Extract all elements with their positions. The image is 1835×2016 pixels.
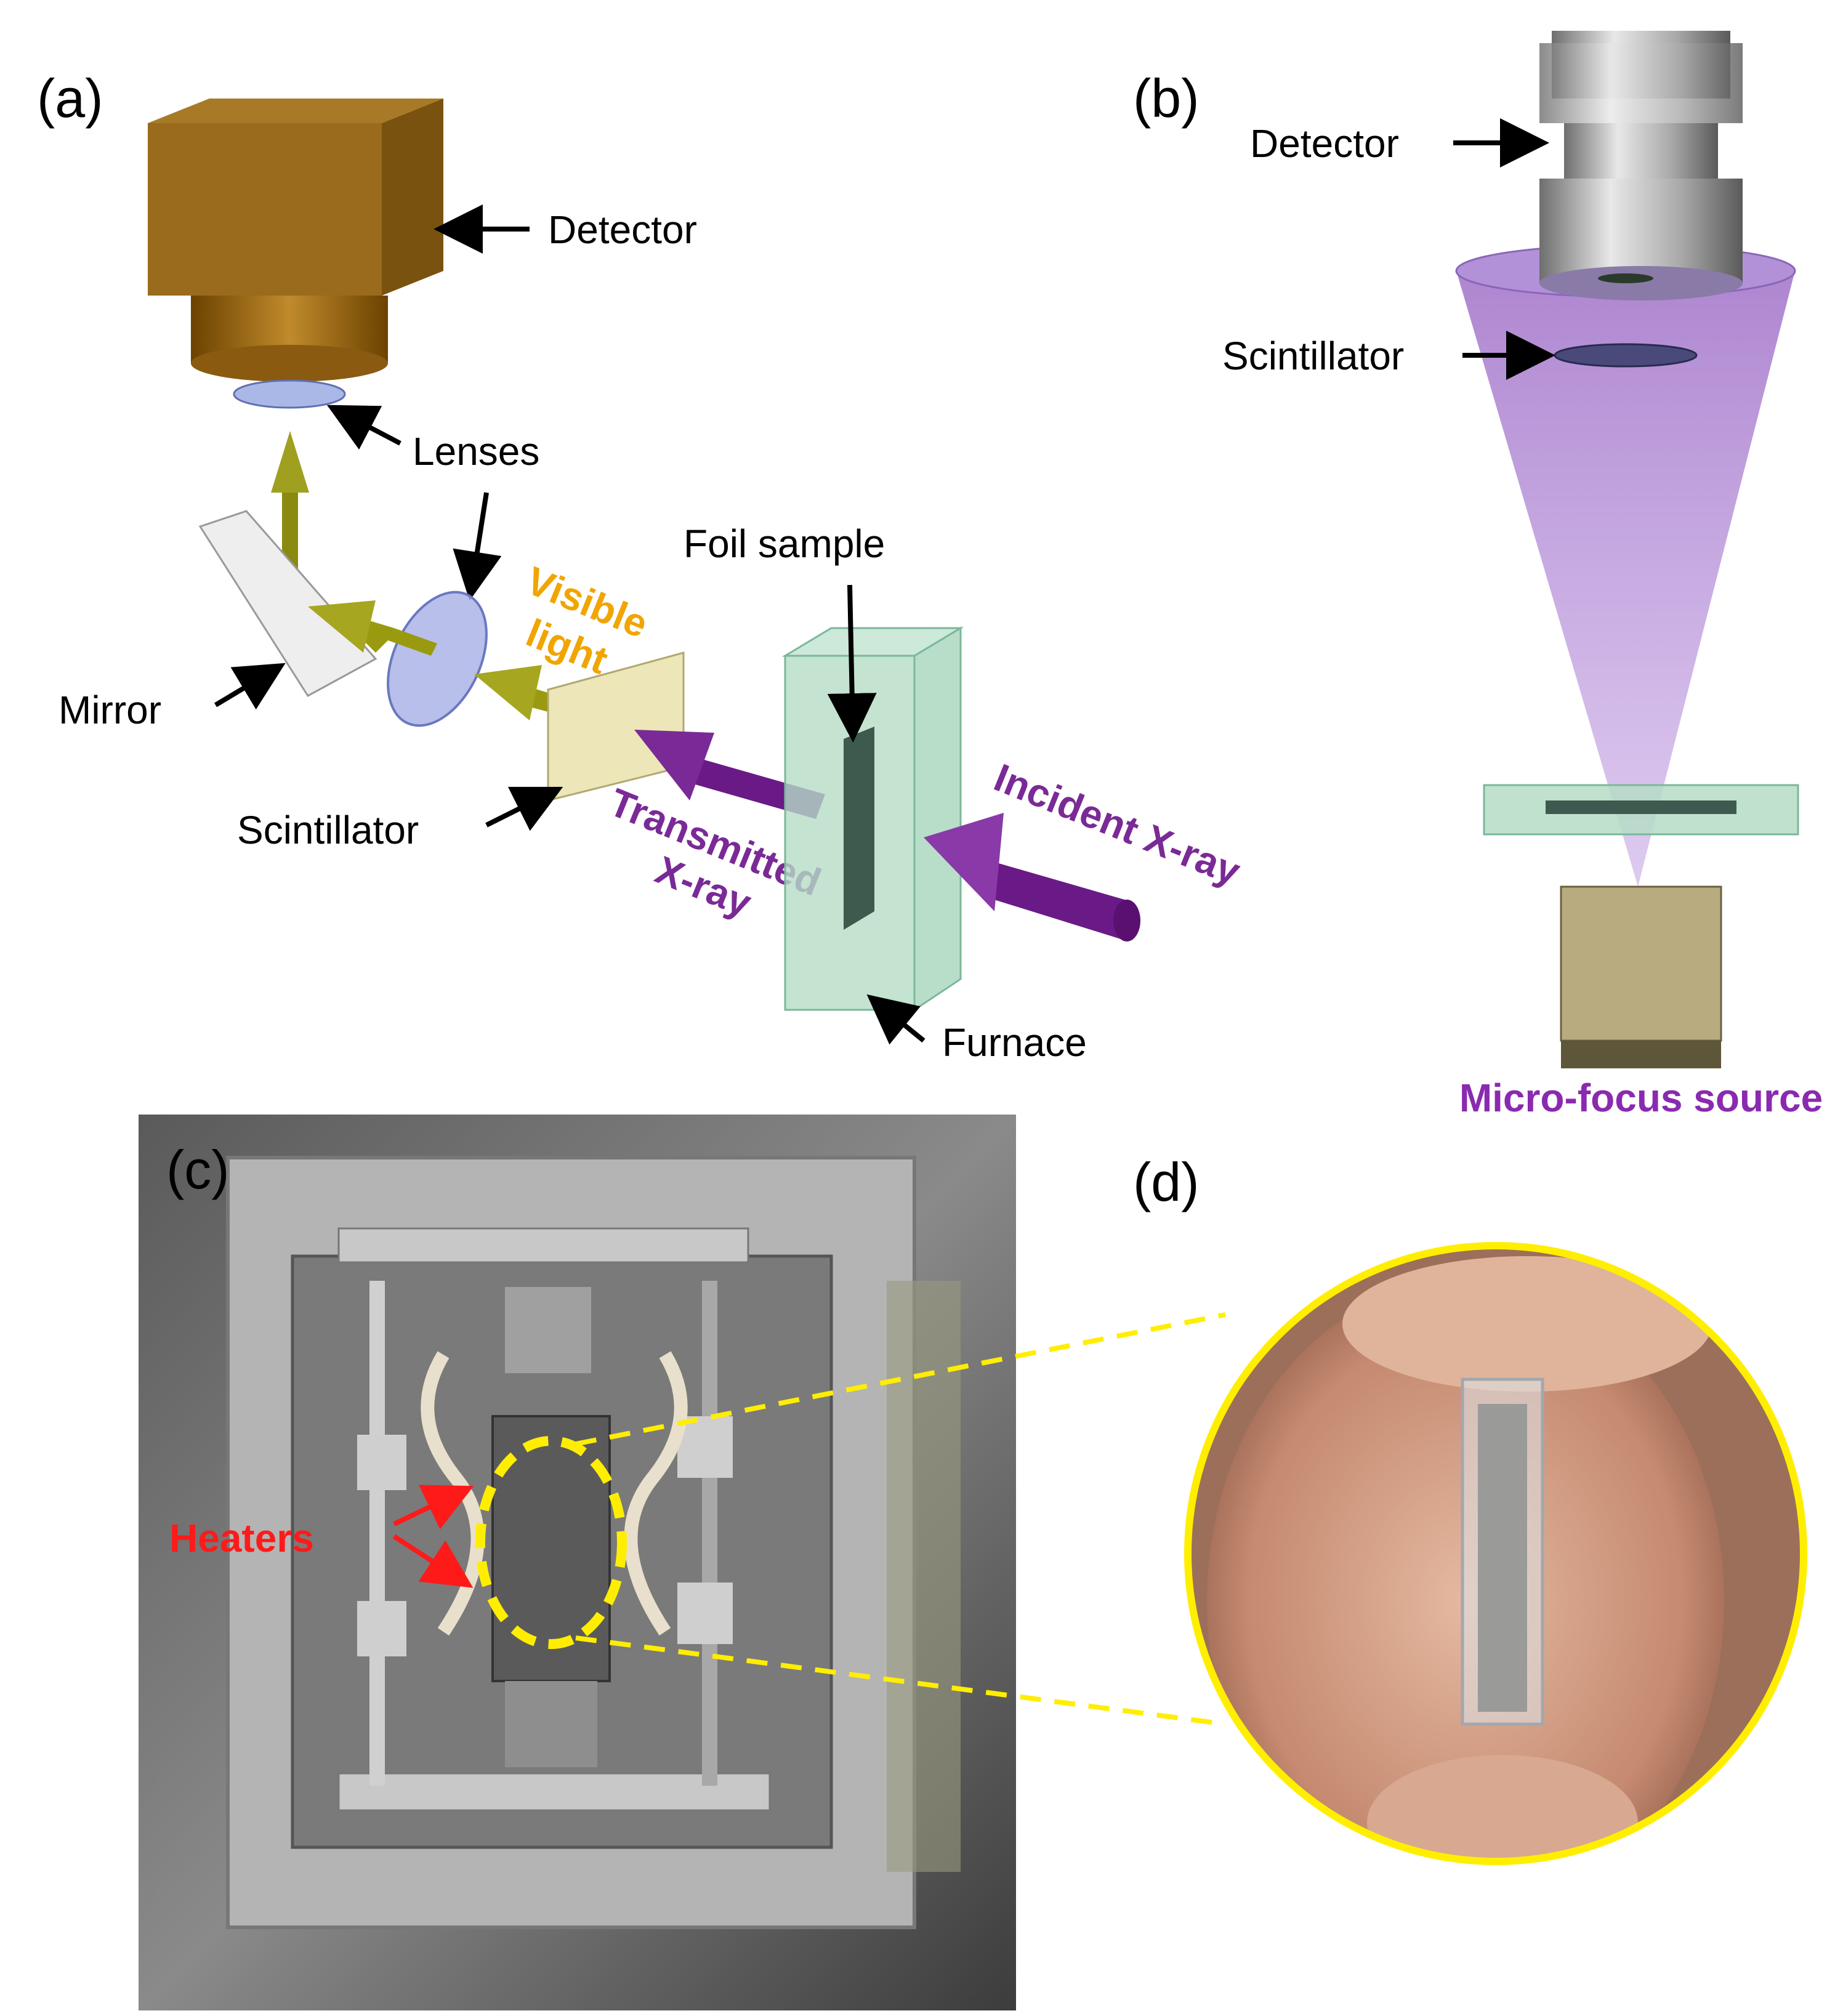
lens	[387, 591, 488, 727]
xray-cone	[1456, 271, 1795, 887]
detector-label: Detector	[548, 208, 697, 252]
furnace-label: Furnace	[942, 1020, 1087, 1065]
detector-cube	[148, 99, 443, 409]
foil-pointer	[827, 584, 877, 743]
incident-xray-arrow	[924, 813, 1140, 941]
closeup-circle-frame	[1184, 1242, 1807, 1865]
lenses-label: Lenses	[413, 429, 539, 474]
zoom-connector-bottom	[575, 1635, 1226, 1727]
lenses-pointer-2	[453, 492, 502, 601]
foil-label: Foil sample	[684, 522, 885, 566]
visible-light-arrow-1	[308, 600, 437, 656]
scintillator-b-label: Scintillator	[1222, 334, 1404, 378]
heater-arrow-upper	[393, 1485, 474, 1530]
panel-a-label: (a)	[37, 68, 103, 129]
panel-b-label: (b)	[1133, 68, 1200, 129]
mirror	[198, 510, 377, 697]
source-label: Micro-focus source	[1459, 1076, 1823, 1120]
mirror-label: Mirror	[58, 688, 161, 732]
panel-b: (b) Detector Scintillator Micro-f	[1133, 31, 1823, 1120]
heater-arrow-lower	[392, 1534, 474, 1588]
panel-c: (c) Heaters	[139, 1115, 1016, 2010]
mirror-pointer	[214, 663, 286, 710]
scintillator-pointer	[485, 786, 563, 831]
sample-highlight-ellipse	[475, 1436, 627, 1649]
sample-closeup-photo	[1188, 1246, 1804, 1861]
scintillator-disc	[1554, 343, 1698, 368]
detector-b-label: Detector	[1250, 121, 1399, 166]
scintillator-plate	[547, 651, 685, 802]
detector-cylinder	[1539, 31, 1743, 300]
sample-plate	[1483, 784, 1799, 836]
panel-d: (d)	[1133, 1151, 1807, 1865]
micro-focus-source-box	[1560, 885, 1722, 1068]
heaters-label: Heaters	[169, 1516, 314, 1560]
furnace-pointer	[866, 994, 926, 1045]
panel-a: (a) Detector Lenses Mirror	[37, 68, 1247, 1065]
zoom-connector-top	[575, 1312, 1226, 1446]
scintillator-label-a: Scintillator	[237, 808, 419, 852]
panel-d-label: (d)	[1133, 1151, 1200, 1212]
panel-c-label: (c)	[166, 1139, 230, 1200]
furnace	[781, 626, 964, 1012]
lenses-pointer	[326, 405, 401, 450]
